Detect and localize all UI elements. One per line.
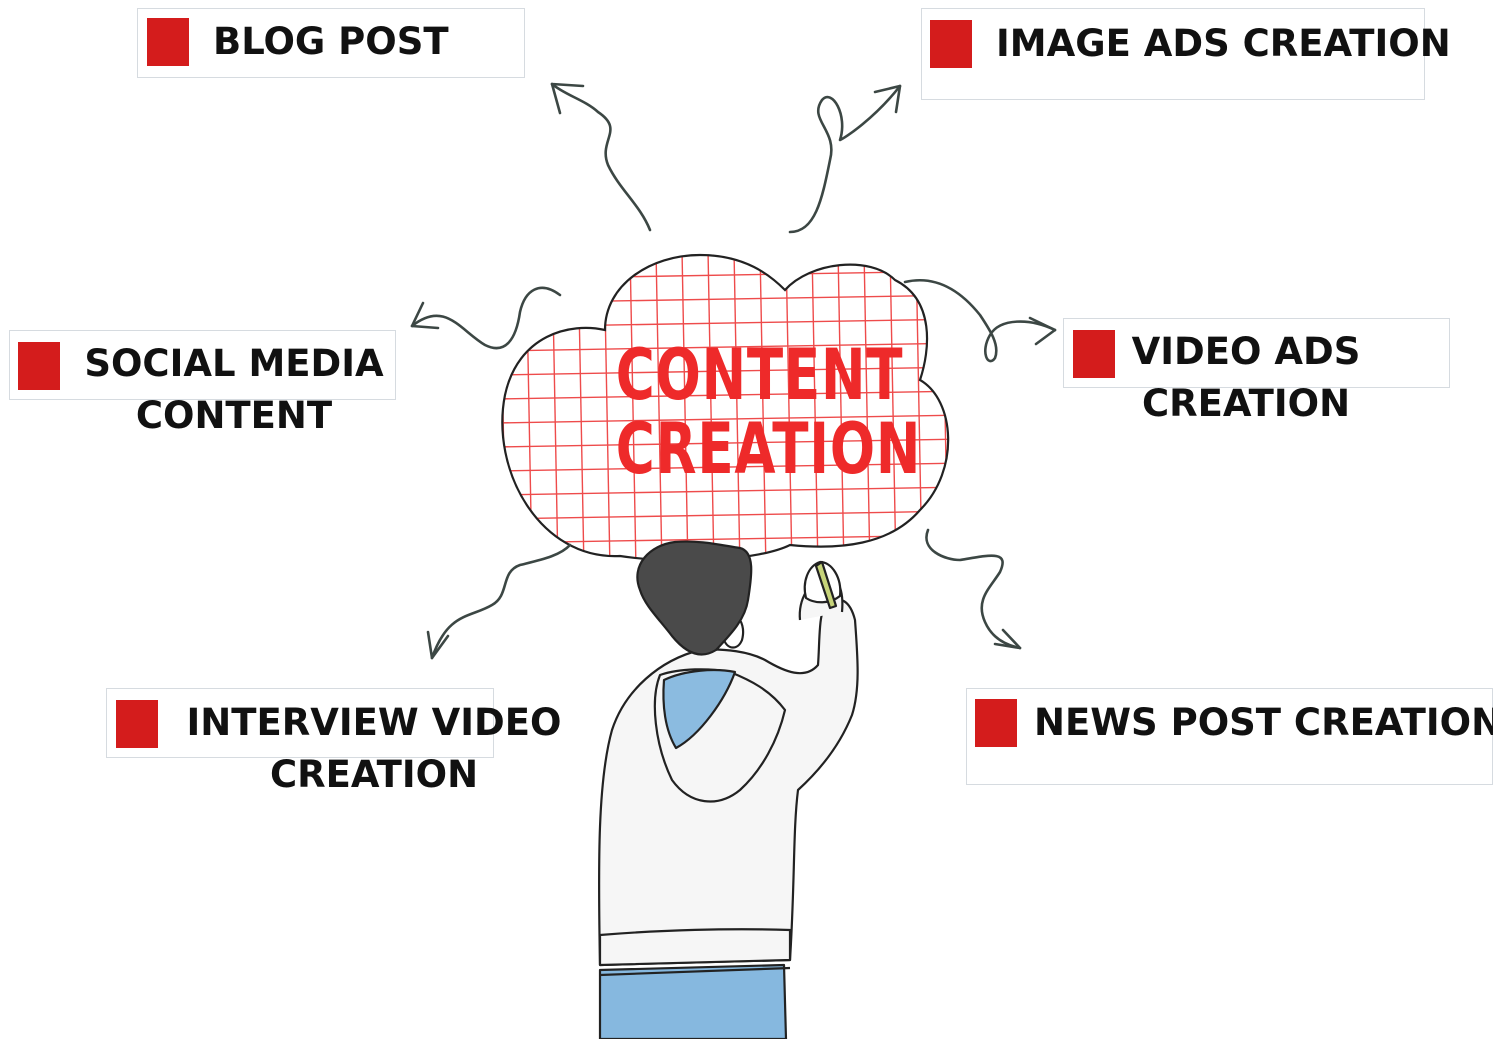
interview-video-label-line2: CREATION	[269, 753, 479, 796]
video-ads-label: VIDEO ADS CREATION	[1126, 326, 1366, 430]
cloud	[501, 253, 950, 562]
grid-line-vertical	[785, 255, 793, 561]
image-ads-label: IMAGE ADS CREATION	[996, 22, 1451, 65]
news-post-label: NEWS POST CREATION	[1034, 701, 1493, 744]
video-ads-label-line1: VIDEO ADS	[1131, 330, 1361, 373]
cloud-grid	[502, 255, 949, 561]
grid-line-vertical	[733, 255, 741, 561]
arrow-to-news-post	[925, 528, 1022, 650]
social-media-label: SOCIAL MEDIA CONTENT	[84, 338, 384, 442]
social-media-label-line1: SOCIAL MEDIA	[84, 342, 384, 385]
grid-line-vertical	[759, 255, 767, 561]
image-ads-marker-square	[930, 20, 972, 68]
blog-post-label: BLOG POST	[213, 20, 449, 63]
social-media-box	[9, 330, 396, 400]
video-ads-label-line2: CREATION	[1141, 382, 1351, 425]
cloud-title-line2: CREATION	[615, 408, 922, 490]
interview-video-label-line1: INTERVIEW VIDEO	[186, 701, 562, 744]
cloud-title-line1: CONTENT	[615, 334, 904, 416]
cloud-title: CONTENT CREATION	[575, 334, 922, 490]
hoodie-inner	[662, 668, 737, 750]
grid-line-vertical	[707, 255, 715, 561]
arrow-to-image-ads	[788, 84, 902, 234]
interview-video-box	[106, 688, 494, 758]
pants	[598, 963, 788, 1039]
grid-line-horizontal	[502, 438, 949, 448]
grid-line-horizontal	[502, 342, 949, 352]
grid-line-horizontal	[502, 486, 949, 496]
news-post-marker-square	[975, 699, 1017, 747]
news-post-box	[966, 688, 1493, 785]
grid-line-vertical	[863, 255, 871, 561]
blog-post-box	[137, 8, 525, 78]
grid-line-vertical	[811, 255, 819, 561]
grid-line-horizontal	[502, 390, 949, 400]
grid-line-horizontal	[502, 366, 949, 376]
video-ads-box	[1063, 318, 1450, 388]
grid-line-vertical	[837, 255, 845, 561]
image-ads-box	[921, 8, 1425, 100]
video-ads-marker-square	[1073, 330, 1115, 378]
arrow-to-blog-post	[550, 82, 652, 232]
blog-post-marker-square	[147, 18, 189, 66]
grid-line-horizontal	[502, 462, 949, 472]
social-media-label-line2: CONTENT	[135, 394, 333, 437]
grid-line-horizontal	[502, 414, 949, 424]
social-media-marker-square	[18, 342, 60, 390]
grid-line-horizontal	[502, 510, 949, 520]
interview-video-marker-square	[116, 700, 158, 748]
interview-video-label: INTERVIEW VIDEO CREATION	[184, 697, 564, 801]
arrow-to-interview-video	[426, 543, 572, 660]
marker	[814, 560, 838, 610]
arrow-to-video-ads	[903, 279, 1057, 363]
hair	[636, 540, 753, 656]
person-illustration	[597, 540, 859, 1039]
arrow-to-social-media	[410, 286, 562, 350]
grid-line-vertical	[681, 255, 689, 561]
grid-line-horizontal	[502, 255, 949, 256]
grid-line-vertical	[889, 255, 897, 561]
